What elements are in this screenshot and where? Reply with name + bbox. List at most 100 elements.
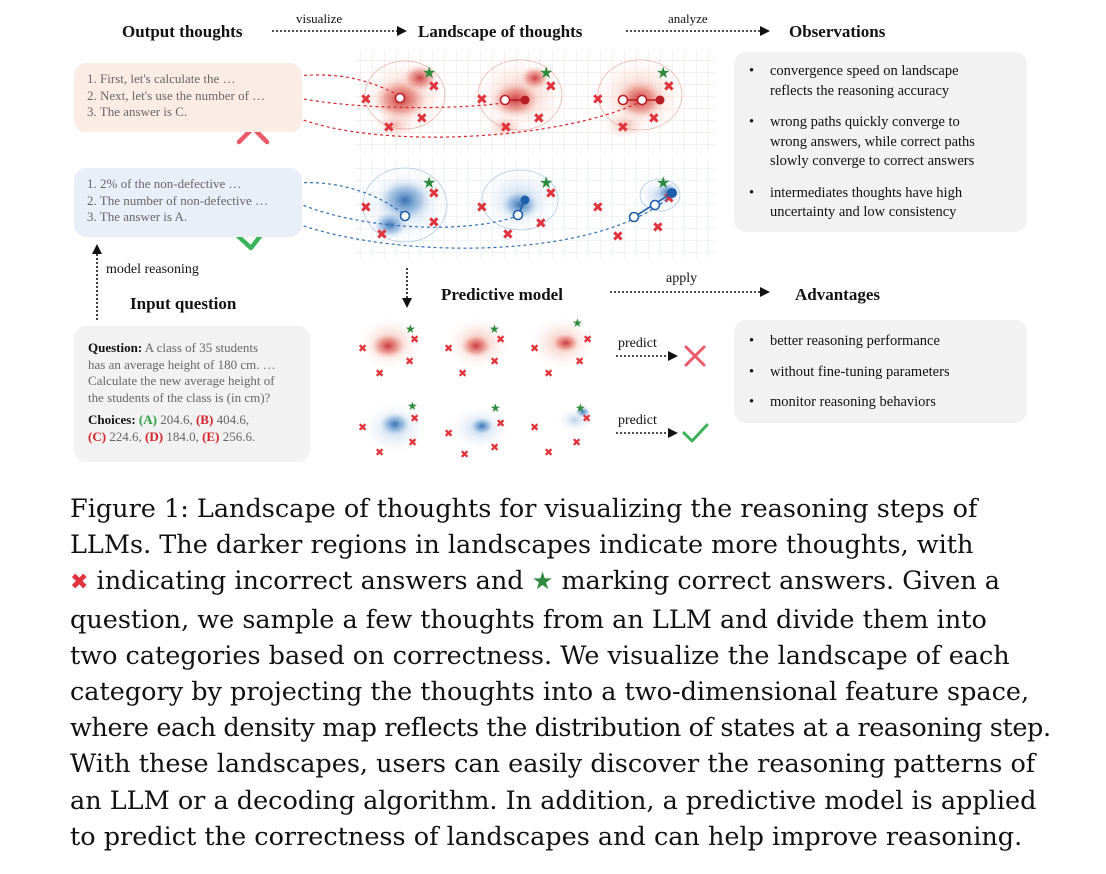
svg-text:✖: ✖ [428,215,440,231]
analyze-arrow [626,26,770,36]
input-question-title: Input question [130,294,237,313]
predict-arrow-top [616,351,678,361]
advantage-item-3: monitor reasoning behaviors [740,393,1024,413]
predictive-right-panels [363,402,593,454]
choice-a-value: 204.6, [160,412,193,427]
caption-x-icon: ✖ [70,570,89,596]
predictive-wrong-panels [358,317,594,369]
predictive-model-title: Predictive model [441,285,563,304]
caption-line-4: question, we sample a few thoughts from … [70,604,987,635]
observation-3-line-2: uncertainty and low consistency [770,204,957,220]
observation-2-line-3: slowly converge to correct answers [770,153,975,169]
svg-text:✖: ✖ [375,367,384,380]
svg-text:✖: ✖ [490,441,499,454]
observations-title: Observations [789,22,886,41]
question-label: Question: [88,340,143,355]
svg-text:✖: ✖ [500,120,512,136]
predict-label-bottom: predict [618,413,657,428]
svg-text:✖: ✖ [428,186,440,202]
landscape-to-predictive-arrow [402,268,412,308]
predict-label-top: predict [618,336,657,351]
choice-b-value: 404.6, [216,412,250,427]
question-content: Question: A class of 35 students has an … [88,340,306,445]
caption-star-icon: ★ [531,567,554,596]
svg-text:✖: ✖ [460,448,469,461]
predict-wrong-x-icon [684,345,706,367]
caption-line-3b: marking correct answers. Given a [561,566,1001,597]
wrong-thoughts-box [74,63,302,132]
svg-text:★: ★ [407,399,418,413]
svg-text:★: ★ [489,322,500,336]
right-thought-3: 3. The answer is A. [87,209,188,224]
svg-text:✖: ✖ [592,92,604,108]
svg-text:✖: ✖ [530,421,539,434]
caption-line-7: where each density map reflects the dist… [70,713,1051,744]
analyze-label: analyze [668,11,708,26]
wrong-thought-1: 1. First, let's calculate the … [87,71,236,86]
svg-text:★: ★ [539,173,553,192]
svg-text:✖: ✖ [544,446,553,459]
svg-text:✖: ✖ [572,436,581,449]
question-line-4: the students of the class is (in cm)? [88,389,271,405]
svg-text:✖: ✖ [490,355,499,368]
predict-right-check-icon [682,423,709,443]
observation-1-line-2: reflects the reasoning accuracy [770,82,950,99]
svg-text:✖: ✖ [544,367,553,380]
svg-text:✖: ✖ [592,200,604,216]
observation-3-line-1: intermediates thoughts have high [770,184,963,201]
predictive-x-icons: ✖✖✖✖ ✖✖✖✖ ✖✖✖✖ ✖✖✖✖ ✖✖✖✖ ✖✖✖✖ [358,333,592,461]
correct-answer-star-icons: ★ ★ ★ ★ ★ ★ [422,63,670,192]
caption-line-10: to predict the correctness of landscapes… [70,821,1023,852]
svg-text:★: ★ [539,63,553,82]
question-line-1: A class of 35 students [144,340,259,355]
choice-e-key: (E) [202,428,220,444]
svg-text:✖: ✖ [617,120,629,136]
model-reasoning-label: model reasoning [106,262,199,277]
wrong-thoughts-list: 1. First, let's calculate the … 2. Next,… [87,71,265,121]
caption-line-9: an LLM or a decoding algorithm. In addit… [70,785,1037,816]
caption-line-2: LLMs. The darker regions in landscapes i… [70,530,974,561]
observation-1-line-1: convergence speed on landscape [770,63,959,79]
caption-line-8: With these landscapes, users can easily … [70,749,1036,780]
predictive-star-icons: ★★★ ★★★ [405,316,586,415]
svg-text:✖: ✖ [583,333,592,346]
svg-text:✖: ✖ [476,92,488,108]
svg-text:✖: ✖ [444,342,453,355]
svg-text:✖: ✖ [502,227,514,243]
question-line-3: Calculate the new average height of [88,373,275,388]
svg-text:★: ★ [490,401,501,415]
output-thoughts-title: Output thoughts [122,22,243,41]
svg-text:✖: ✖ [496,333,505,346]
caption-line-1: Figure 1: Landscape of thoughts for visu… [70,494,978,524]
svg-text:✖: ✖ [358,421,367,434]
svg-text:★: ★ [656,173,670,192]
visualize-arrow [272,26,407,36]
svg-text:✖: ✖ [530,342,539,355]
svg-text:✖: ✖ [458,367,467,380]
svg-text:★: ★ [422,63,436,82]
choices-label: Choices: [88,412,136,427]
svg-text:✖: ✖ [428,79,440,95]
advantage-item-2: without fine-tuning parameters [740,363,1024,383]
landscape-wrong-panels [355,50,715,153]
right-thoughts-box [74,168,302,237]
svg-text:✖: ✖ [533,111,545,127]
advantages-title: Advantages [795,285,881,304]
caption-line-5: two categories based on correctness. We … [70,640,1010,671]
svg-text:✖: ✖ [535,216,547,232]
question-line-2: has an average height of 180 cm. … [88,356,276,372]
svg-text:✖: ✖ [476,200,488,216]
wrong-thought-2: 2. Next, let's use the number of … [87,87,266,103]
predict-arrow-bottom [616,428,678,438]
svg-text:✖: ✖ [408,436,417,449]
svg-text:✖: ✖ [582,412,591,425]
question-box [74,326,310,462]
advantages-list: better reasoning performance without fin… [740,332,1024,413]
svg-text:✖: ✖ [375,446,384,459]
caption-line-3: ✖ indicating incorrect answers and ★ mar… [70,563,1032,601]
svg-text:✖: ✖ [358,342,367,355]
svg-text:✖: ✖ [612,229,624,245]
observation-2-line-1: wrong paths quickly converge to [770,114,960,130]
model-reasoning-arrow [92,244,102,320]
